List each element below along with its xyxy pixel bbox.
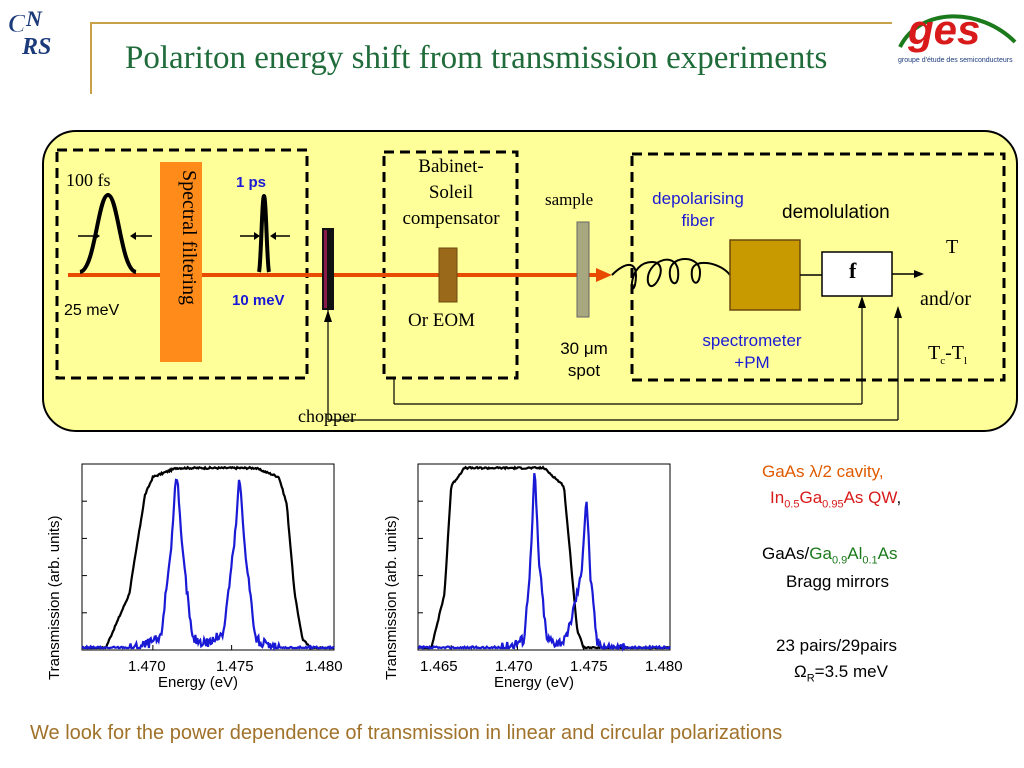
chart-0-frame (81, 463, 335, 651)
mirror-material-label: GaAs/Ga0.9Al0.1As (762, 544, 898, 567)
spectral-filter (160, 162, 202, 362)
chart-left-tick-3: 1.480 (305, 658, 343, 675)
chart-right-xlabel: Energy (eV) (494, 674, 575, 691)
svg-text:ges: ges (907, 6, 980, 53)
chart-1-series-0 (417, 465, 671, 650)
pairs-label: 23 pairs/29pairs (776, 636, 897, 655)
chart-0-series-1 (81, 478, 335, 652)
svg-text:groupe d'étude des semiconduct: groupe d'étude des semiconducteurs (898, 57, 1013, 64)
eom-label: Or EOM (408, 310, 476, 331)
chart-0-series-0 (81, 465, 334, 650)
compensator-label: Babinet- Soleil compensator (402, 156, 500, 229)
chart-right-tick-1: 1.465 (420, 658, 458, 675)
svg-text:N: N (25, 6, 43, 31)
chart-right-ylabel: Transmission (arb. units) (383, 515, 400, 681)
output-tc-tl-label: Tc-Tl (928, 342, 968, 367)
lockin-f-label: f (849, 258, 857, 283)
beam-arrowhead (596, 268, 612, 282)
output-arrow (914, 270, 924, 278)
rabi-label: ΩR=3.5 meV (794, 662, 888, 685)
chart-left-xlabel: Energy (eV) (158, 674, 239, 691)
chart-right-tick-2: 1.470 (495, 658, 533, 675)
compensator-box (382, 150, 519, 380)
pulse-width-label: 25 meV (64, 302, 120, 319)
bragg-mirrors-label: Bragg mirrors (786, 572, 889, 591)
output-andor-label: and/or (920, 288, 972, 310)
title-underline (92, 22, 892, 24)
compensator-element (438, 247, 458, 303)
fiber-label: depolarising fiber (652, 189, 744, 230)
lockin-box (821, 251, 893, 297)
detection-box (630, 152, 1006, 382)
demodulation-label: demolulation (782, 202, 890, 223)
sample-plate (576, 221, 590, 318)
chart-left-tick-1: 1.470 (128, 658, 166, 675)
chart-1-frame (417, 463, 671, 651)
chart-right-tick-3: 1.475 (570, 658, 608, 675)
footer-text: We look for the power dependence of tran… (30, 722, 783, 744)
filtered-duration-label: 1 ps (236, 174, 267, 191)
spectrometer-label: spectrometer +PM (702, 331, 802, 372)
chart-right-tick-4: 1.480 (645, 658, 683, 675)
filtered-width-label: 10 meV (232, 292, 285, 309)
chart-1-series-1 (417, 473, 671, 652)
cnrs-logo: C N RS (4, 4, 74, 64)
svg-text:RS: RS (21, 34, 51, 60)
sample-label: sample (545, 190, 594, 209)
short-pulse-shape (79, 192, 137, 274)
spectrometer-box (729, 239, 801, 311)
chart-left-tick-2: 1.475 (216, 658, 254, 675)
ges-logo: ges groupe d'étude des semiconducteurs (880, 2, 1022, 72)
logo-divider (90, 22, 92, 94)
long-pulse-shape (257, 193, 271, 273)
pulse-duration-label: 100 fs (66, 170, 111, 190)
spot-label: 30 μm spot (560, 339, 608, 380)
chart-left-ylabel: Transmission (arb. units) (46, 515, 63, 681)
qw-label: In0.5Ga0.95As QW, (770, 488, 902, 511)
cavity-label: GaAs λ/2 cavity, (762, 462, 884, 481)
chopper-label: chopper (298, 406, 356, 426)
output-t-label: T (946, 236, 959, 258)
page-title: Polariton energy shift from transmission… (125, 40, 828, 76)
source-box (55, 148, 309, 380)
svg-text:C: C (8, 9, 26, 38)
fiber-coils (611, 258, 731, 290)
